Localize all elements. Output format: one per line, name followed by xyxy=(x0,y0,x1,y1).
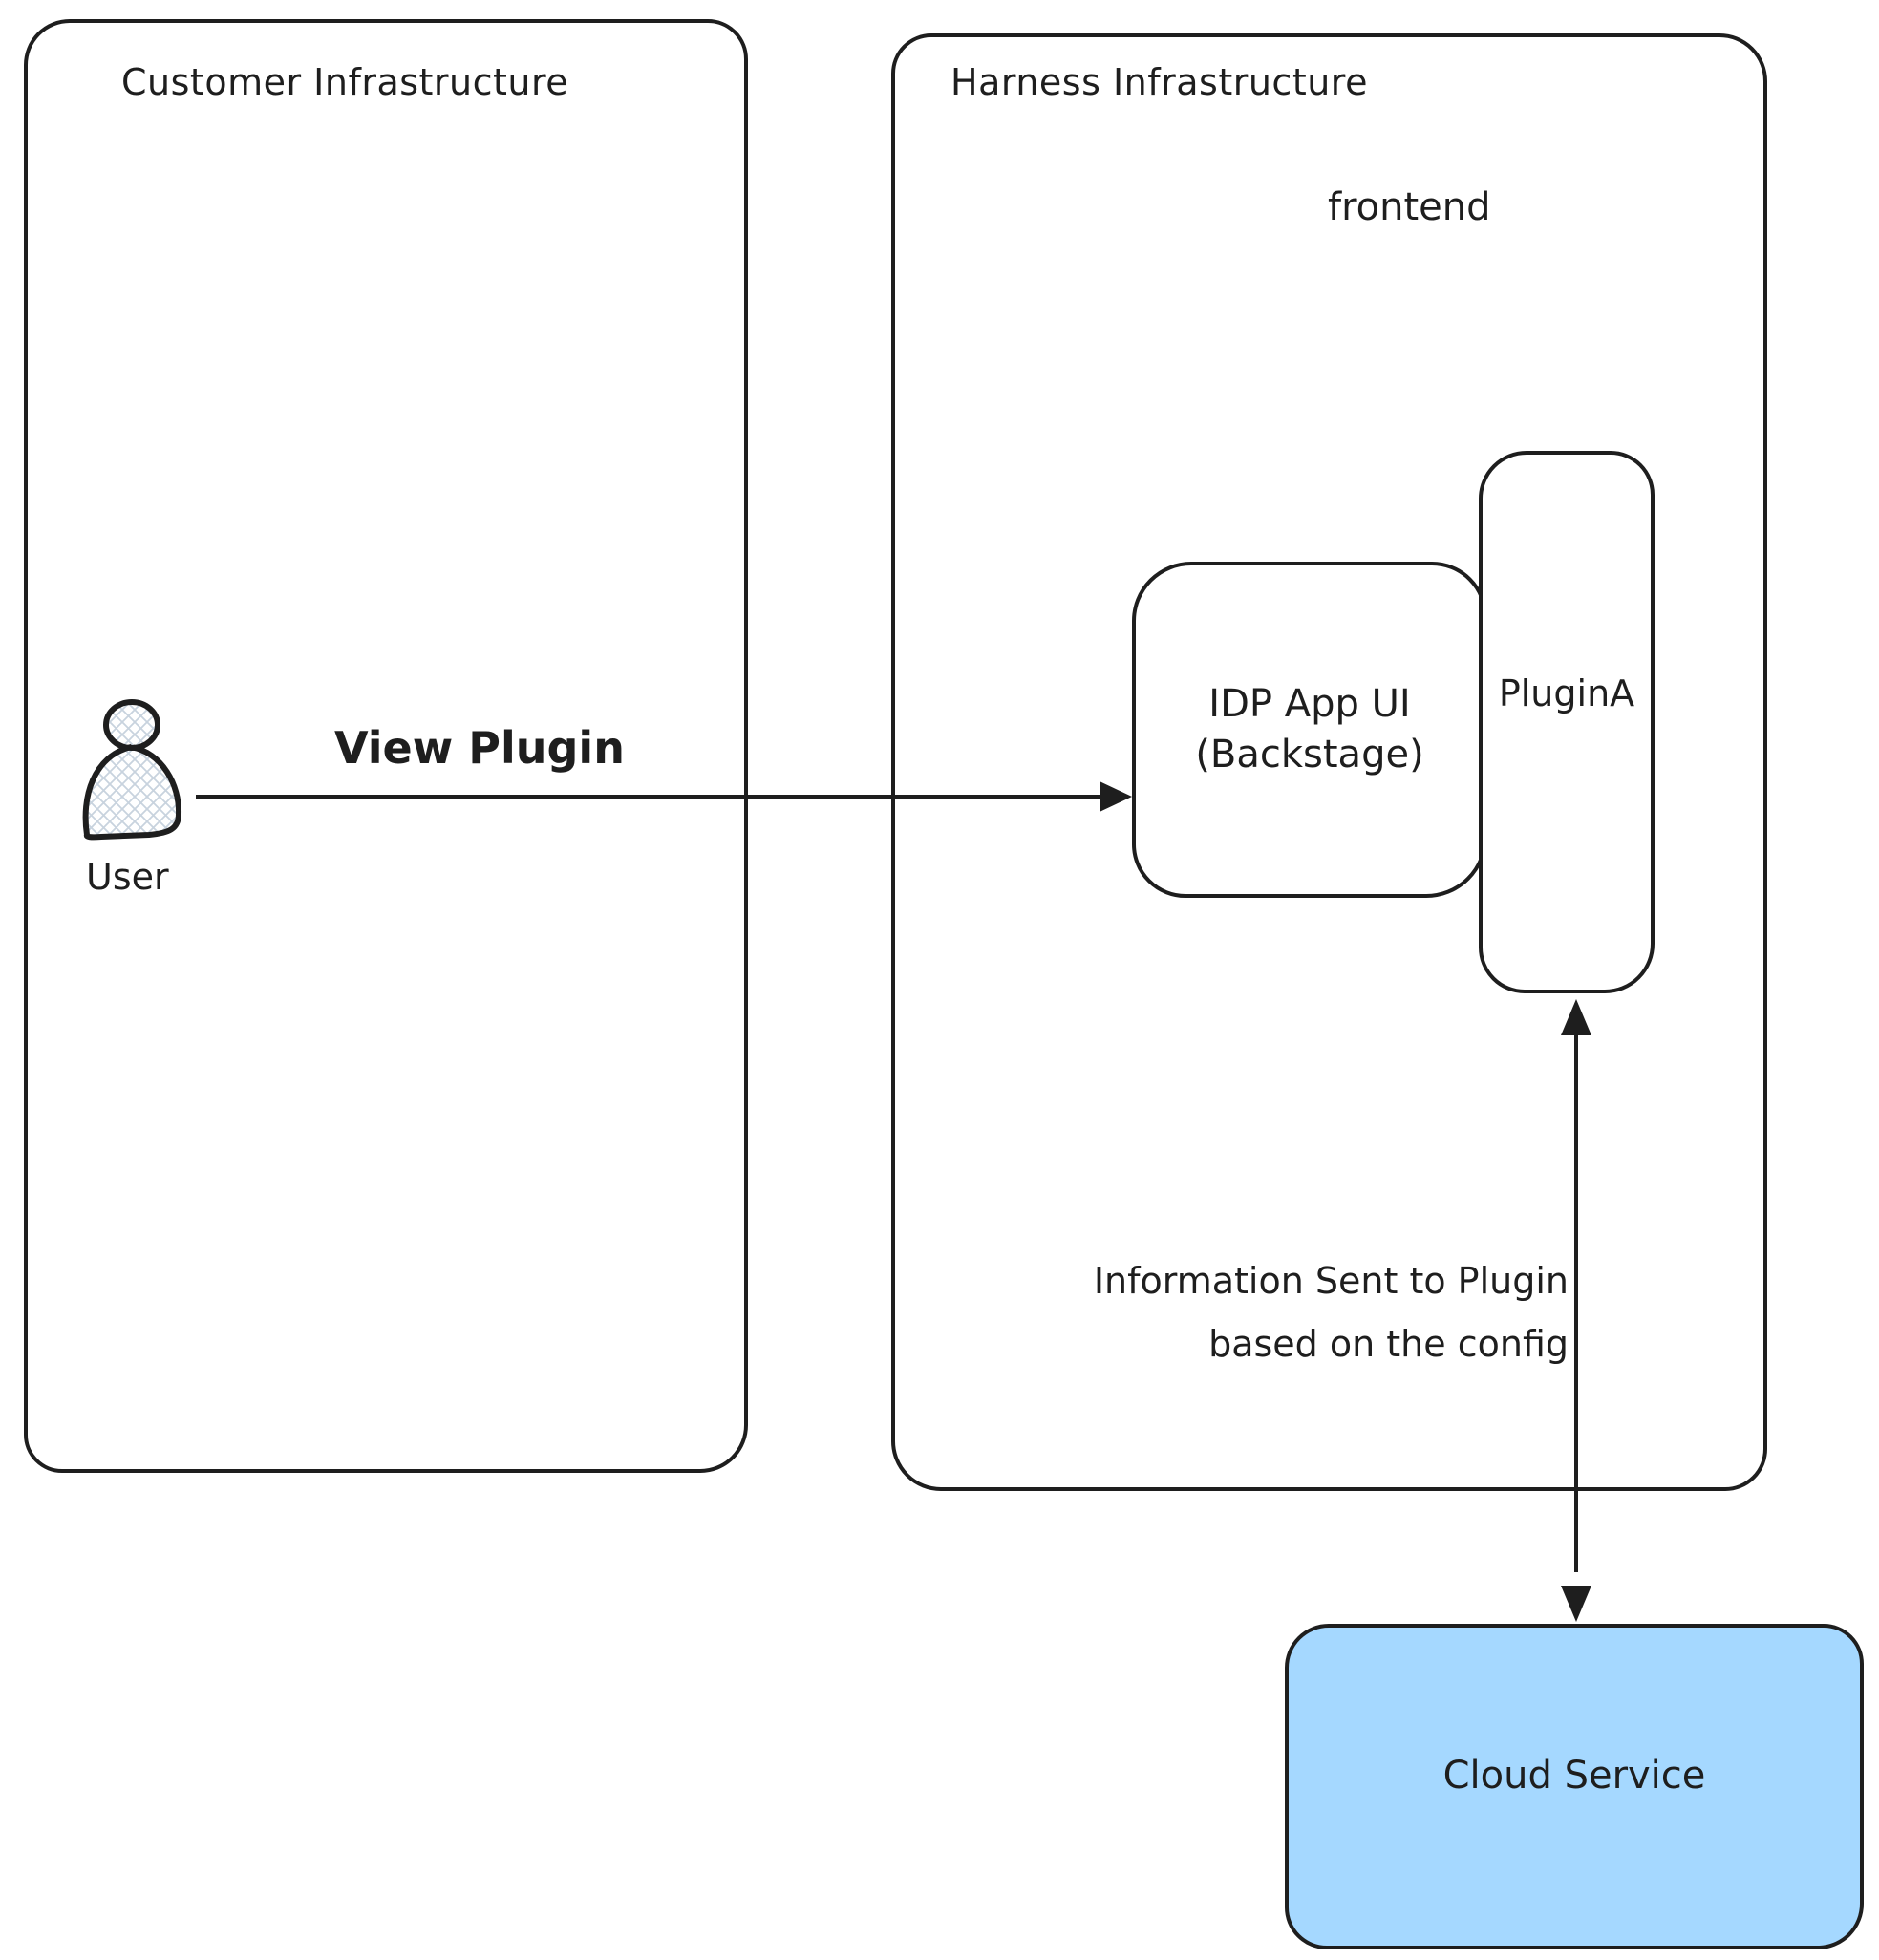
idp-app-ui-label-line2: (Backstage) xyxy=(1195,733,1424,777)
harness-infrastructure-title: Harness Infrastructure xyxy=(950,61,1368,103)
idp-app-ui-label-line1: IDP App UI xyxy=(1208,682,1411,727)
cloud-service-node: Cloud Service xyxy=(1285,1624,1864,1949)
user-label: User xyxy=(86,856,169,898)
harness-infrastructure-frame xyxy=(891,33,1767,1491)
plugin-cloud-arrowhead-down-icon xyxy=(1561,1586,1591,1622)
view-plugin-arrow-line xyxy=(196,795,1103,799)
cloud-service-label: Cloud Service xyxy=(1442,1753,1706,1798)
plugin-cloud-arrow-line xyxy=(1574,1007,1578,1572)
view-plugin-arrowhead-icon xyxy=(1100,781,1132,812)
plugin-cloud-arrowhead-up-icon xyxy=(1561,999,1591,1035)
idp-app-ui-label: IDP App UI (Backstage) xyxy=(1195,679,1423,780)
user-icon xyxy=(73,697,191,842)
frontend-label: frontend xyxy=(1328,185,1491,229)
info-sent-arrow-label: Information Sent to Plugin based on the … xyxy=(1011,1249,1569,1375)
view-plugin-arrow-label: View Plugin xyxy=(334,722,625,774)
info-sent-label-line2: based on the config xyxy=(1208,1323,1569,1365)
info-sent-label-line1: Information Sent to Plugin xyxy=(1093,1260,1569,1302)
customer-infrastructure-title: Customer Infrastructure xyxy=(121,61,569,103)
idp-app-ui-node: IDP App UI (Backstage) xyxy=(1132,562,1487,898)
plugin-a-node: PluginA xyxy=(1479,451,1655,993)
customer-infrastructure-frame xyxy=(24,19,748,1473)
plugin-a-label: PluginA xyxy=(1498,672,1635,714)
